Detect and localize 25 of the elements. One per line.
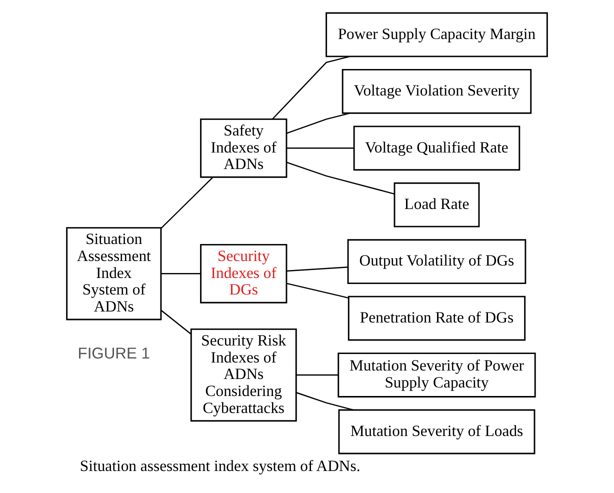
- node-box: Voltage Violation Severity: [342, 68, 532, 114]
- connector: [286, 266, 348, 272]
- node-box: Load Rate: [394, 182, 480, 228]
- node-box: Situation Assessment Index System of ADNs: [66, 227, 162, 320]
- connector: [272, 56, 350, 120]
- connector: [296, 374, 338, 376]
- caption: Situation assessment index system of ADNs.: [80, 458, 360, 475]
- node-box: Output Volatility of DGs: [347, 239, 526, 284]
- connector: [286, 112, 350, 134]
- node-box: Mutation Severity of Loads: [338, 409, 536, 454]
- node-box: Power Supply Capacity Margin: [326, 12, 548, 58]
- node-box: Safety Indexes of ADNs: [200, 118, 288, 178]
- connector: [296, 392, 354, 411]
- node-box: Penetration Rate of DGs: [348, 296, 526, 341]
- connector: [286, 162, 394, 194]
- node-box: Security Indexes of DGs: [200, 244, 288, 304]
- connector: [286, 282, 349, 298]
- connector: [161, 273, 201, 274]
- connector: [286, 148, 354, 149]
- label: FIGURE 1: [78, 346, 150, 363]
- connector: [160, 310, 192, 334]
- connector: [160, 176, 214, 229]
- node-box: Voltage Qualified Rate: [353, 126, 520, 171]
- node-box: Mutation Severity of Power Supply Capacity: [338, 352, 536, 398]
- node-box: Security Risk Indexes of ADNs Considering Cyberattacks: [190, 328, 297, 422]
